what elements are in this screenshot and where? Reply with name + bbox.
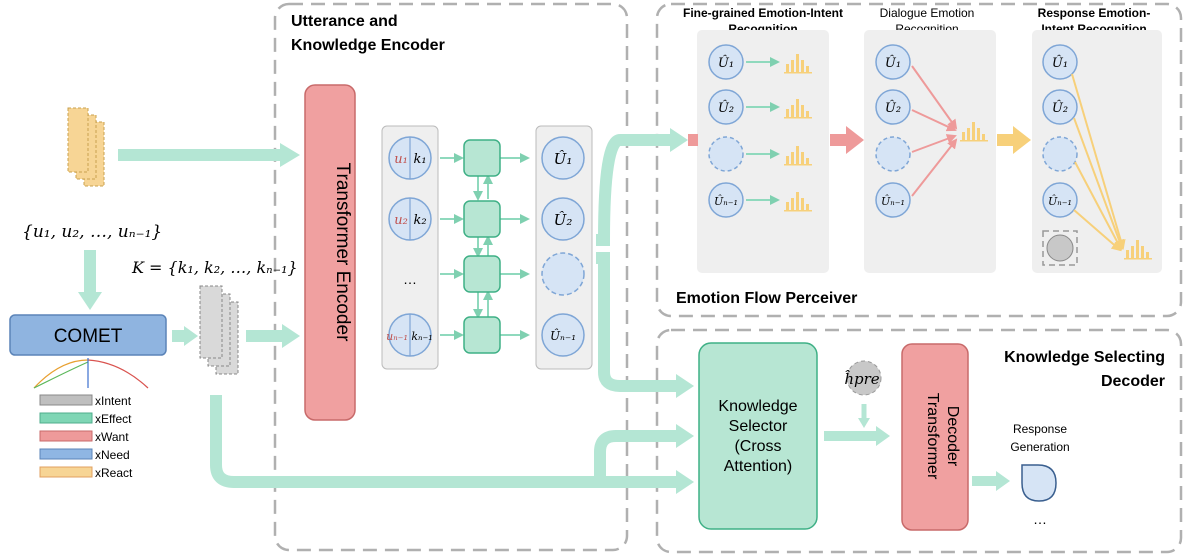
comet-legend: xIntent xEffect xWant xNeed xReact (39, 394, 133, 480)
col1-title: Fine-grained Emotion-Intent (683, 6, 843, 20)
col3-emotion-bar (1124, 240, 1152, 260)
decoder-section-title-2: Decoder (1101, 373, 1165, 390)
encoder-output-panel (535, 125, 593, 370)
emotion-flow-frame (655, 2, 1183, 318)
arrow-encoder-to-emotion-flow (596, 134, 670, 246)
encoder-vertical-arrows (473, 174, 493, 319)
svg-text:Selector: Selector (729, 418, 788, 435)
encoder-input-row-1: u₁ k₁ (388, 136, 432, 180)
comet-box (9, 314, 167, 356)
transformer-encoder-label: Transformer Encoder (332, 163, 353, 342)
encoder-input-row-n: uₙ₋₁ kₙ₋₁ (386, 313, 433, 357)
col1-emotion-bars (784, 54, 812, 212)
svg-text:xWant: xWant (95, 430, 129, 444)
encoder-outputs: Û₁ Û₂ Ûₙ₋₁ (541, 136, 585, 357)
svg-text:Û₁: Û₁ (885, 54, 901, 71)
svg-text:Û₁: Û₁ (718, 54, 734, 71)
svg-text:Ûₙ₋₁: Ûₙ₋₁ (550, 327, 576, 343)
response-token-icon (1021, 464, 1057, 502)
svg-text:Û₂: Û₂ (554, 211, 573, 229)
encoder-section-frame (273, 2, 629, 552)
svg-text:u₁: u₁ (394, 152, 408, 167)
h-pre-label: ĥpre (844, 370, 879, 388)
svg-text:xNeed: xNeed (95, 448, 130, 462)
knowledge-selector (698, 342, 818, 530)
utterance-set-label: {u₁, u₂, …, uₙ₋₁} (22, 222, 162, 242)
svg-text:Knowledge: Knowledge (718, 398, 797, 415)
svg-text:Û₂: Û₂ (718, 99, 734, 116)
svg-text:Û₂: Û₂ (1052, 99, 1068, 116)
svg-text:k₂: k₂ (413, 213, 426, 228)
encoder-input-ellipsis: … (403, 271, 417, 287)
knowledge-documents (199, 285, 239, 375)
comet-curves (33, 358, 149, 389)
svg-text:Û₂: Û₂ (885, 99, 901, 116)
response-generation-label: Response (1013, 422, 1067, 436)
decoder-section-title: Knowledge Selecting (1004, 349, 1165, 366)
svg-text:(Cross: (Cross (734, 438, 781, 455)
svg-text:Ûₙ₋₁: Ûₙ₋₁ (1048, 194, 1072, 208)
svg-text:Ûₙ₋₁: Ûₙ₋₁ (881, 194, 905, 208)
response-generation-label-2: Generation (1010, 440, 1069, 454)
svg-text:Attention): Attention) (724, 458, 792, 475)
svg-text:kₙ₋₁: kₙ₋₁ (411, 330, 432, 343)
response-ellipsis: … (1033, 511, 1047, 527)
svg-text:uₙ₋₁: uₙ₋₁ (386, 330, 408, 343)
transformer-encoder (304, 84, 356, 421)
col2-utterances: Û₁ Û₂ Ûₙ₋₁ (875, 44, 911, 218)
svg-text:xEffect: xEffect (95, 412, 132, 426)
svg-text:Û₁: Û₁ (554, 150, 573, 168)
col2-emotion-bar (960, 122, 988, 142)
transformer-decoder (901, 343, 969, 531)
svg-text:xIntent: xIntent (95, 394, 132, 408)
col2-title: Dialogue Emotion (880, 6, 975, 20)
arrow-knowledge-to-selector (210, 395, 676, 488)
col3-attention-lines (1071, 73, 1126, 252)
svg-text:Ûₙ₋₁: Ûₙ₋₁ (714, 194, 738, 208)
comet-label: COMET (54, 326, 123, 347)
col3-utterances: Û₁ Û₂ Ûₙ₋₁ (1042, 44, 1078, 266)
utterance-documents (67, 107, 105, 187)
h-pre-node (846, 360, 882, 396)
transformer-decoder-label-2: Decoder (944, 406, 961, 467)
col2-attention-lines (911, 65, 958, 197)
emotion-flow-title: Emotion Flow Perceiver (676, 290, 857, 307)
col3-title: Response Emotion- (1038, 6, 1151, 20)
svg-text:u₂: u₂ (394, 213, 408, 228)
encoder-section-title: Utterance and (291, 13, 398, 30)
encoder-input-row-2: u₂ k₂ (388, 197, 432, 241)
arrow-encoder-to-selector (596, 252, 676, 392)
col1-utterances: Û₁ Û₂ Ûₙ₋₁ (708, 44, 744, 218)
svg-text:k₁: k₁ (413, 152, 426, 167)
knowledge-set-label: K = {k₁, k₂, …, kₙ₋₁} (131, 258, 298, 277)
encoder-section-title-2: Knowledge Encoder (291, 37, 445, 54)
encoder-hidden-states (463, 139, 501, 354)
svg-text:xReact: xReact (95, 466, 133, 480)
encoder-small-arrows (440, 153, 530, 340)
svg-text:Û₁: Û₁ (1052, 54, 1068, 71)
transformer-decoder-label: Transformer (924, 393, 941, 480)
encoder-input-panel (381, 125, 439, 370)
